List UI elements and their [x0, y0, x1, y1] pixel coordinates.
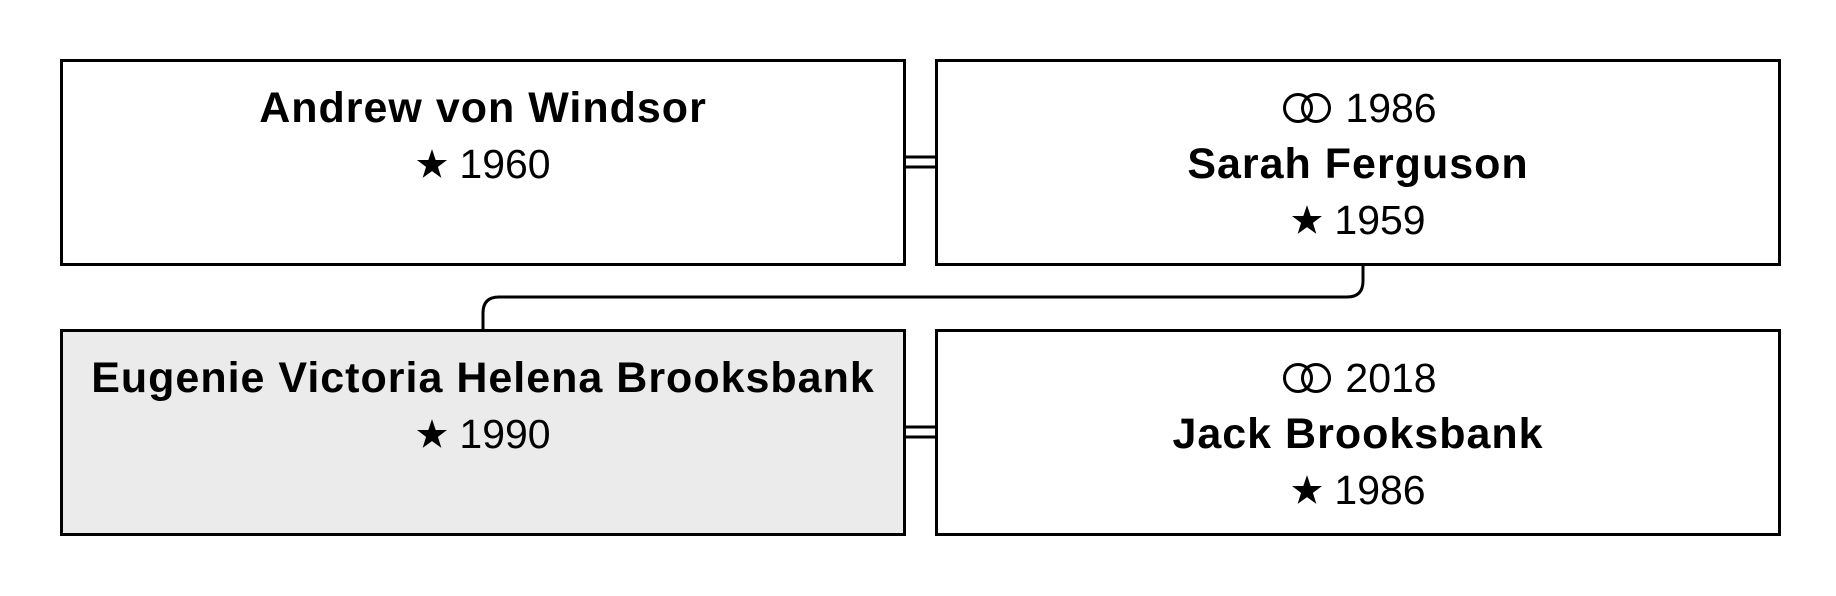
- birth-line: 1960: [415, 136, 551, 192]
- star-icon: [415, 147, 449, 181]
- wedding-rings-icon: [1279, 91, 1335, 125]
- birth-year: 1959: [1334, 197, 1426, 243]
- birth-line: 1986: [1290, 462, 1426, 518]
- marriage-year: 1986: [1345, 85, 1437, 131]
- star-icon: [1290, 473, 1324, 507]
- person-card-father[interactable]: Andrew von Windsor 1960: [60, 59, 906, 266]
- marriage-line: 2018: [1279, 350, 1437, 406]
- birth-line: 1959: [1290, 192, 1426, 248]
- birth-line: 1990: [415, 406, 551, 462]
- birth-year: 1986: [1334, 467, 1426, 513]
- person-name: Eugenie Victoria Helena Brooksbank: [91, 354, 875, 402]
- star-icon: [1290, 203, 1324, 237]
- birth-year: 1960: [459, 141, 551, 187]
- person-name: Sarah Ferguson: [1187, 140, 1529, 188]
- marriage-connector-subject: [906, 425, 935, 439]
- star-icon: [415, 417, 449, 451]
- wedding-rings-icon: [1279, 361, 1335, 395]
- birth-year: 1990: [459, 411, 551, 457]
- person-name: Andrew von Windsor: [259, 84, 707, 132]
- parent-child-connector: [481, 266, 1365, 329]
- marriage-line: 1986: [1279, 80, 1437, 136]
- person-card-spouse[interactable]: 2018 Jack Brooksbank 1986: [935, 329, 1781, 536]
- person-name: Jack Brooksbank: [1172, 410, 1544, 458]
- marriage-year: 2018: [1345, 355, 1437, 401]
- person-card-mother[interactable]: 1986 Sarah Ferguson 1959: [935, 59, 1781, 266]
- marriage-connector-parents: [906, 155, 935, 169]
- person-card-subject[interactable]: Eugenie Victoria Helena Brooksbank 1990: [60, 329, 906, 536]
